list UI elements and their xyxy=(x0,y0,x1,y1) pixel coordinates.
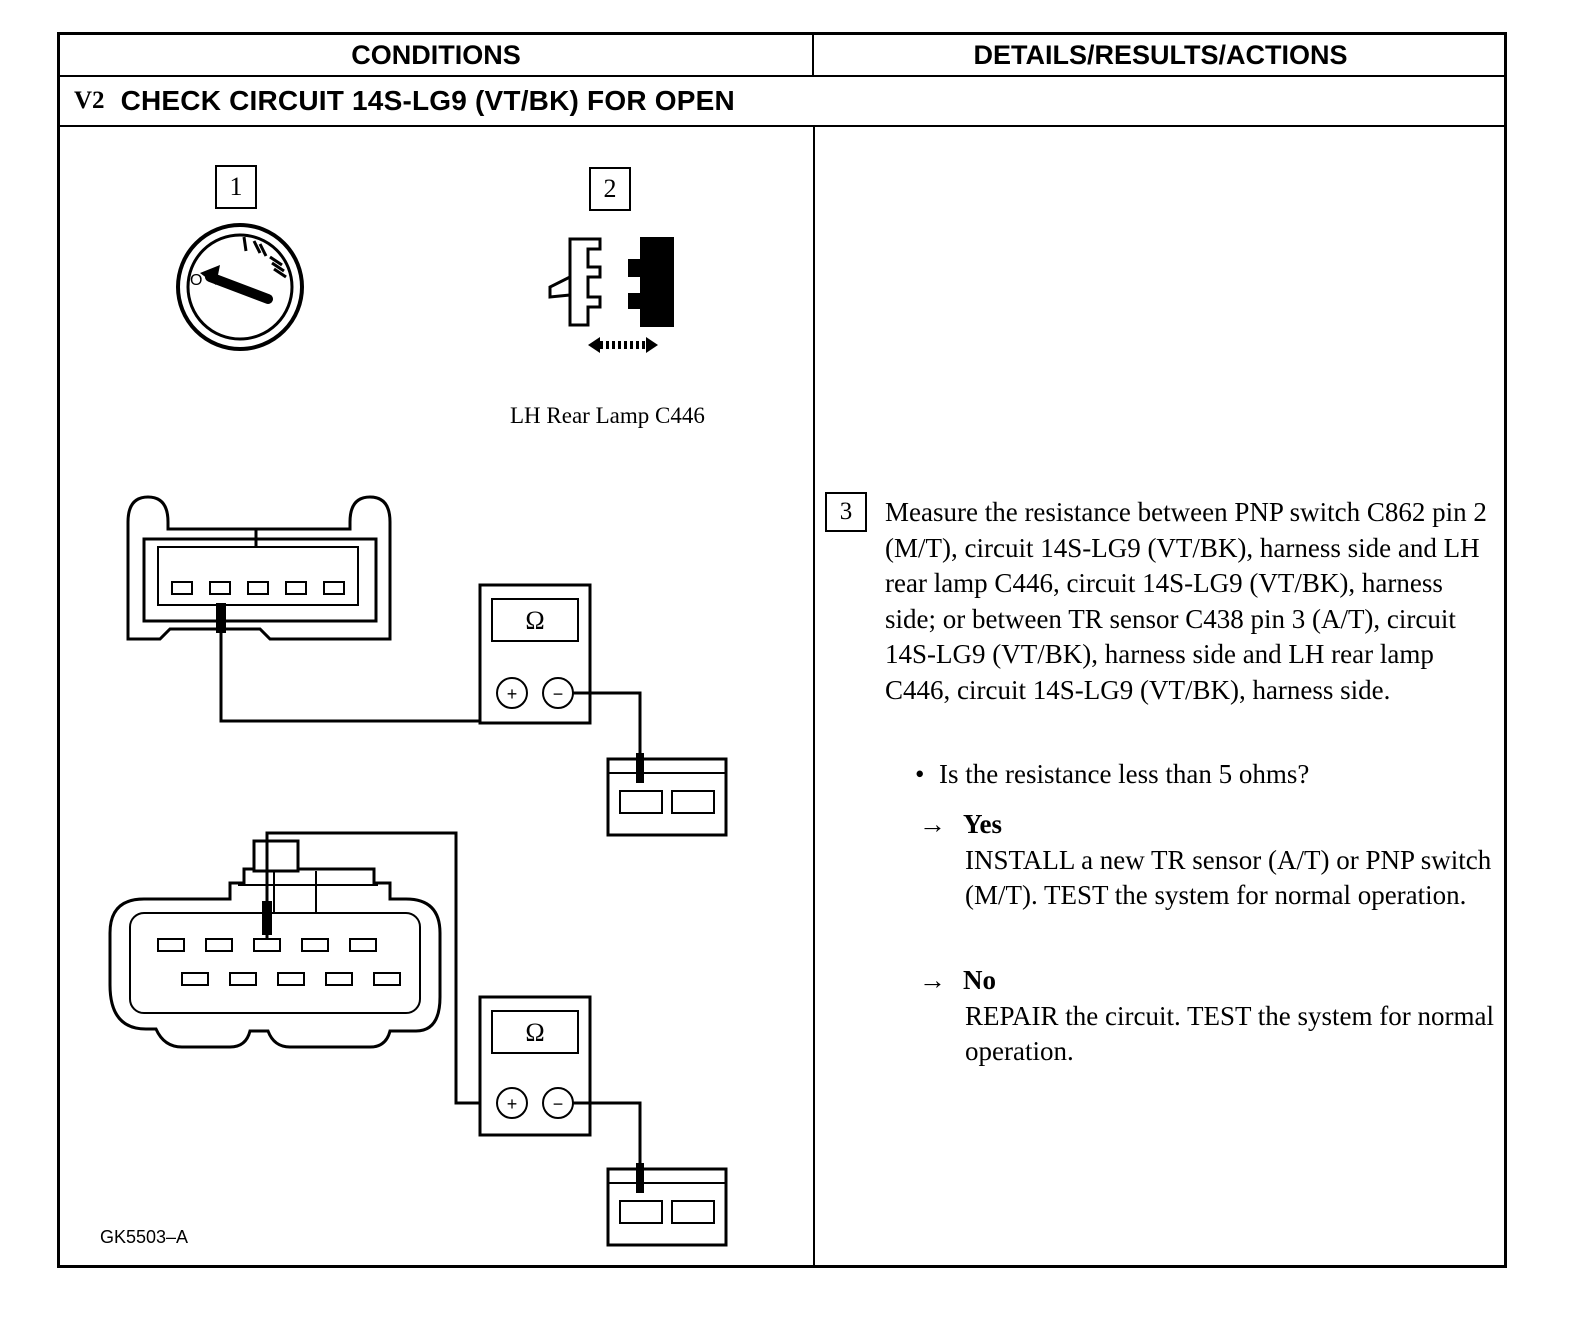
step-3-box: 3 xyxy=(825,492,867,532)
conditions-header: CONDITIONS xyxy=(60,35,814,77)
diagnostic-table: CONDITIONS DETAILS/RESULTS/ACTIONS V2 CH… xyxy=(57,32,1507,1268)
step-2-box: 2 xyxy=(589,167,631,211)
no-action: REPAIR the circuit. TEST the system for … xyxy=(965,1000,1494,1067)
ohm-symbol-2: Ω xyxy=(525,1018,544,1047)
answer-no: → No REPAIR the circuit. TEST the system … xyxy=(919,963,1505,1070)
meter-plus-2: + xyxy=(507,1094,518,1114)
lamp-connector-1 xyxy=(606,753,728,837)
details-header: DETAILS/RESULTS/ACTIONS xyxy=(814,35,1507,77)
meter-minus-1: − xyxy=(553,684,564,704)
probe-lead-plus-2 xyxy=(265,831,497,1105)
lamp-connector-label: LH Rear Lamp C446 xyxy=(510,403,705,428)
details-panel: 3 Measure the resistance between PNP swi… xyxy=(815,127,1507,1268)
probe-lead-plus-1 xyxy=(219,633,497,723)
figure-id: GK5503–A xyxy=(100,1227,189,1247)
arrow-right-icon: → xyxy=(919,809,946,839)
meter-plus-1: + xyxy=(507,684,518,704)
tr-sensor-connector xyxy=(108,839,442,1049)
answer-yes: → Yes INSTALL a new TR sensor (A/T) or PN… xyxy=(919,807,1505,914)
yes-action: INSTALL a new TR sensor (A/T) or PNP swi… xyxy=(965,844,1492,911)
probe-lead-minus-2 xyxy=(573,1101,642,1173)
ohmmeter-1 xyxy=(478,583,592,725)
conditions-panel: 1 2 O xyxy=(60,127,813,1268)
meter-minus-2: − xyxy=(553,1094,564,1114)
probe-lead-minus-1 xyxy=(573,691,642,763)
ohmmeter-2 xyxy=(478,995,592,1137)
yes-label: Yes xyxy=(963,809,1002,839)
ohm-symbol-1: Ω xyxy=(525,606,544,635)
step-title: CHECK CIRCUIT 14S-LG9 (VT/BK) FOR OPEN xyxy=(120,85,735,116)
step-title-row: V2 CHECK CIRCUIT 14S-LG9 (VT/BK) FOR OPE… xyxy=(60,77,1507,127)
ignition-off-mark: O xyxy=(190,272,202,289)
step-code: V2 xyxy=(74,87,105,114)
step-1-box: 1 xyxy=(215,165,257,209)
conditions-diagram: O xyxy=(108,223,728,1247)
column-divider xyxy=(813,127,815,1268)
disconnect-connector-icon xyxy=(548,237,674,353)
bullet-icon: • xyxy=(915,759,925,789)
lamp-connector-2 xyxy=(606,1163,728,1247)
question-text: Is the resistance less than 5 ohms? xyxy=(939,759,1310,789)
pnp-switch-connector xyxy=(126,495,392,641)
no-label: No xyxy=(963,965,996,995)
arrow-right-icon: → xyxy=(919,965,946,995)
instruction-text: Measure the resistance between PNP switc… xyxy=(885,497,1487,705)
question-line: • Is the resistance less than 5 ohms? xyxy=(915,757,1309,792)
ignition-switch-icon xyxy=(176,223,304,351)
